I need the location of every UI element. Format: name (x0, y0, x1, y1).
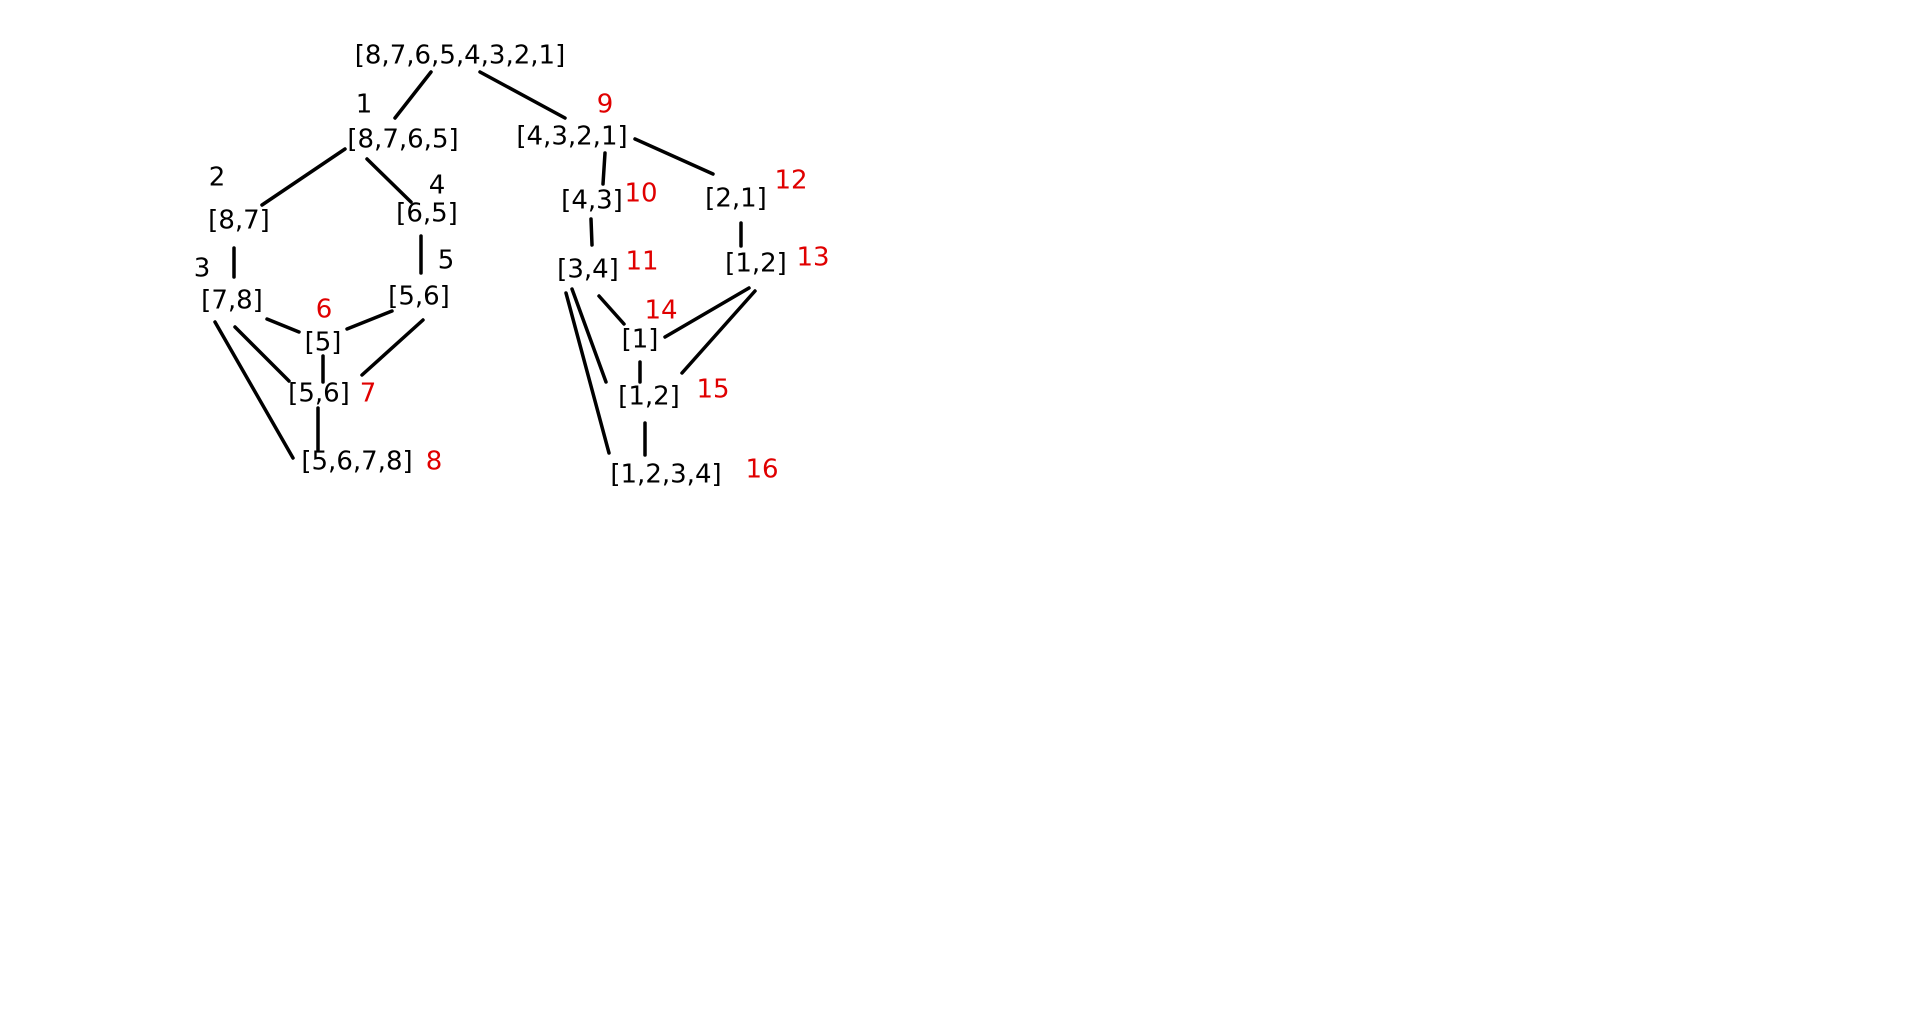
edge-n34-n1 (597, 294, 626, 326)
edge-n78-n5 (265, 317, 301, 334)
edge-n34-n1234 (564, 291, 611, 455)
node-n56b: [5,6] (288, 379, 350, 409)
step-number-12: 12 (774, 166, 807, 196)
edge-n34-n12b (570, 287, 608, 384)
edge-n78-n56b (233, 325, 291, 383)
edge-n12a-n12b (680, 289, 757, 375)
node-n21: [2,1] (705, 184, 767, 214)
edge-n4321-n43 (601, 151, 607, 186)
edge-n56a-n5 (345, 309, 394, 331)
step-number-15: 15 (696, 375, 729, 405)
node-root: [8,7,6,5,4,3,2,1] (355, 41, 565, 71)
step-number-14: 14 (644, 296, 677, 326)
step-number-6: 6 (316, 295, 333, 325)
node-n34: [3,4] (557, 255, 619, 285)
node-n87: [8,7] (208, 206, 270, 236)
node-n56a: [5,6] (388, 282, 450, 312)
step-number-4: 4 (429, 171, 446, 201)
edge-root-n8765 (393, 70, 433, 120)
step-number-13: 13 (796, 243, 829, 273)
node-n12b: [1,2] (618, 382, 680, 412)
step-number-9: 9 (597, 90, 614, 120)
edge-n43-n34 (589, 217, 594, 247)
node-n5678: [5,6,7,8] (301, 447, 412, 477)
edge-n8765-n87 (260, 147, 347, 207)
node-n5: [5] (305, 328, 342, 358)
step-number-7: 7 (360, 379, 377, 409)
step-number-2: 2 (209, 163, 226, 193)
node-n43: [4,3] (561, 186, 623, 216)
edge-n56a-n56b (360, 318, 425, 377)
node-n1234: [1,2,3,4] (610, 460, 721, 490)
step-number-3: 3 (194, 254, 211, 284)
step-number-1: 1 (356, 90, 373, 120)
step-number-11: 11 (625, 247, 658, 277)
node-n78: [7,8] (201, 286, 263, 316)
edge-layer (213, 70, 757, 460)
edge-root-n4321 (478, 70, 567, 120)
node-n1: [1] (622, 325, 659, 355)
node-n65: [6,5] (396, 199, 458, 229)
step-number-5: 5 (438, 246, 455, 276)
node-n4321: [4,3,2,1] (516, 122, 627, 152)
edge-n78-n5678 (213, 320, 295, 460)
node-layer: [8,7,6,5,4,3,2,1] [8,7,6,5] [4,3,2,1] [8,7]… (201, 41, 787, 490)
edge-n8765-n65 (365, 157, 413, 204)
step-number-8: 8 (426, 447, 443, 477)
node-n12a: [1,2] (725, 249, 787, 279)
edge-n4321-n21 (633, 137, 715, 176)
step-number-10: 10 (624, 179, 657, 209)
step-number-16: 16 (745, 455, 778, 485)
node-n8765: [8,7,6,5] (347, 125, 458, 155)
edge-n12a-n1 (663, 286, 751, 339)
